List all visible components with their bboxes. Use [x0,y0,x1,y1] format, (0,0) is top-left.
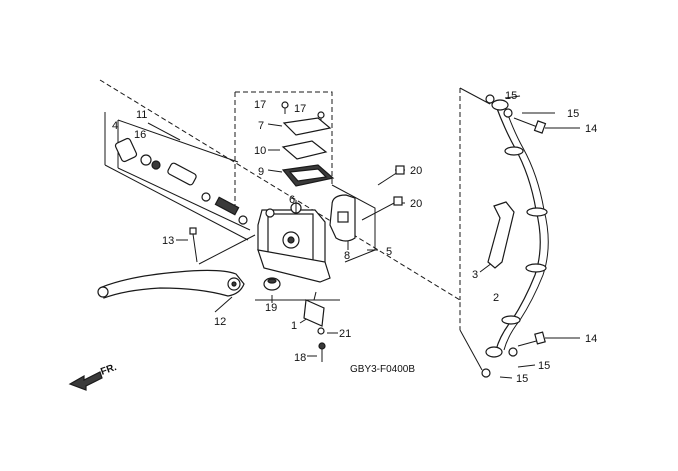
group-outline-hose [459,87,491,371]
callout-18: 18 [294,352,306,364]
callout-20-b: 20 [410,198,422,210]
callout-2: 2 [493,292,499,304]
hose-bracket [487,201,515,269]
callout-17-a: 17 [254,99,266,111]
callout-12: 12 [214,316,226,328]
callout-15-c: 15 [538,360,550,372]
callout-5: 5 [386,246,392,258]
brake-switch [303,291,326,362]
dust-boot [263,277,281,291]
callout-21: 21 [339,328,351,340]
callout-16: 16 [134,129,146,141]
diagram-code: GBY3-F0400B [350,364,415,375]
callout-7: 7 [258,120,264,132]
banjo-bolt-lower [481,331,546,378]
callout-13: 13 [162,235,174,247]
reservoir-cap-set [281,101,335,187]
callout-8: 8 [344,250,350,262]
group-outline-master-cylinder [99,79,461,330]
callout-20-a: 20 [410,165,422,177]
holder-clamp [329,165,405,242]
callout-11: 11 [136,109,147,121]
callout-4: 4 [112,120,118,132]
direction-label: FR. [99,362,118,378]
callout-9: 9 [258,166,264,178]
callout-15-d: 15 [516,373,528,385]
callout-15-b: 15 [567,108,579,120]
callout-1: 1 [291,320,297,332]
arrow-front-icon [68,371,103,391]
callout-17-b: 17 [294,103,306,115]
callout-14-upper: 14 [585,123,597,135]
callout-19: 19 [265,302,277,314]
callout-14-lower: 14 [585,333,597,345]
master-cylinder-body [257,200,331,283]
pivot-bolt [189,227,198,263]
callout-10: 10 [254,145,266,157]
brake-hose [485,99,549,358]
callout-3: 3 [472,269,478,281]
callout-6: 6 [289,194,295,206]
callout-15-a: 15 [505,90,517,102]
piston-set [114,137,248,225]
banjo-bolt-upper [485,94,547,134]
brake-lever [97,269,245,299]
